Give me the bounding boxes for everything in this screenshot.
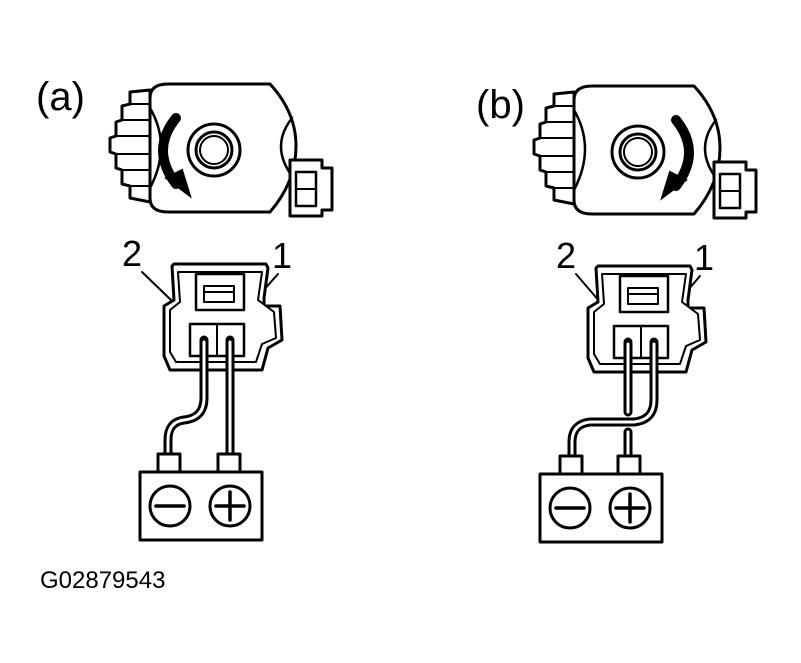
rotation-arrow-icon (158, 113, 192, 199)
pin-label-1: 1 (272, 235, 292, 276)
negative-terminal-icon (548, 486, 592, 530)
rotation-arrow-icon (660, 115, 694, 201)
positive-terminal-icon (608, 486, 652, 530)
figure-code: G02879543 (40, 567, 165, 594)
pin-label-2: 2 (556, 235, 576, 276)
motor-body-icon (108, 82, 334, 218)
connector-icon (586, 264, 708, 374)
negative-terminal-icon (148, 484, 192, 528)
panel-b-label: (b) (476, 83, 525, 127)
positive-terminal-icon (208, 484, 252, 528)
panel-a: (a) (36, 75, 334, 542)
pin-label-1: 1 (694, 237, 714, 278)
panel-b: (b) 2 (476, 83, 758, 544)
motor-body-icon (532, 84, 758, 220)
battery-icon (138, 452, 264, 542)
pin-label-2: 2 (122, 233, 142, 274)
connector-icon (162, 262, 284, 372)
battery-icon (538, 454, 664, 544)
panel-a-label: (a) (36, 75, 85, 119)
wire-harness (567, 339, 659, 469)
wire-harness (163, 337, 235, 467)
